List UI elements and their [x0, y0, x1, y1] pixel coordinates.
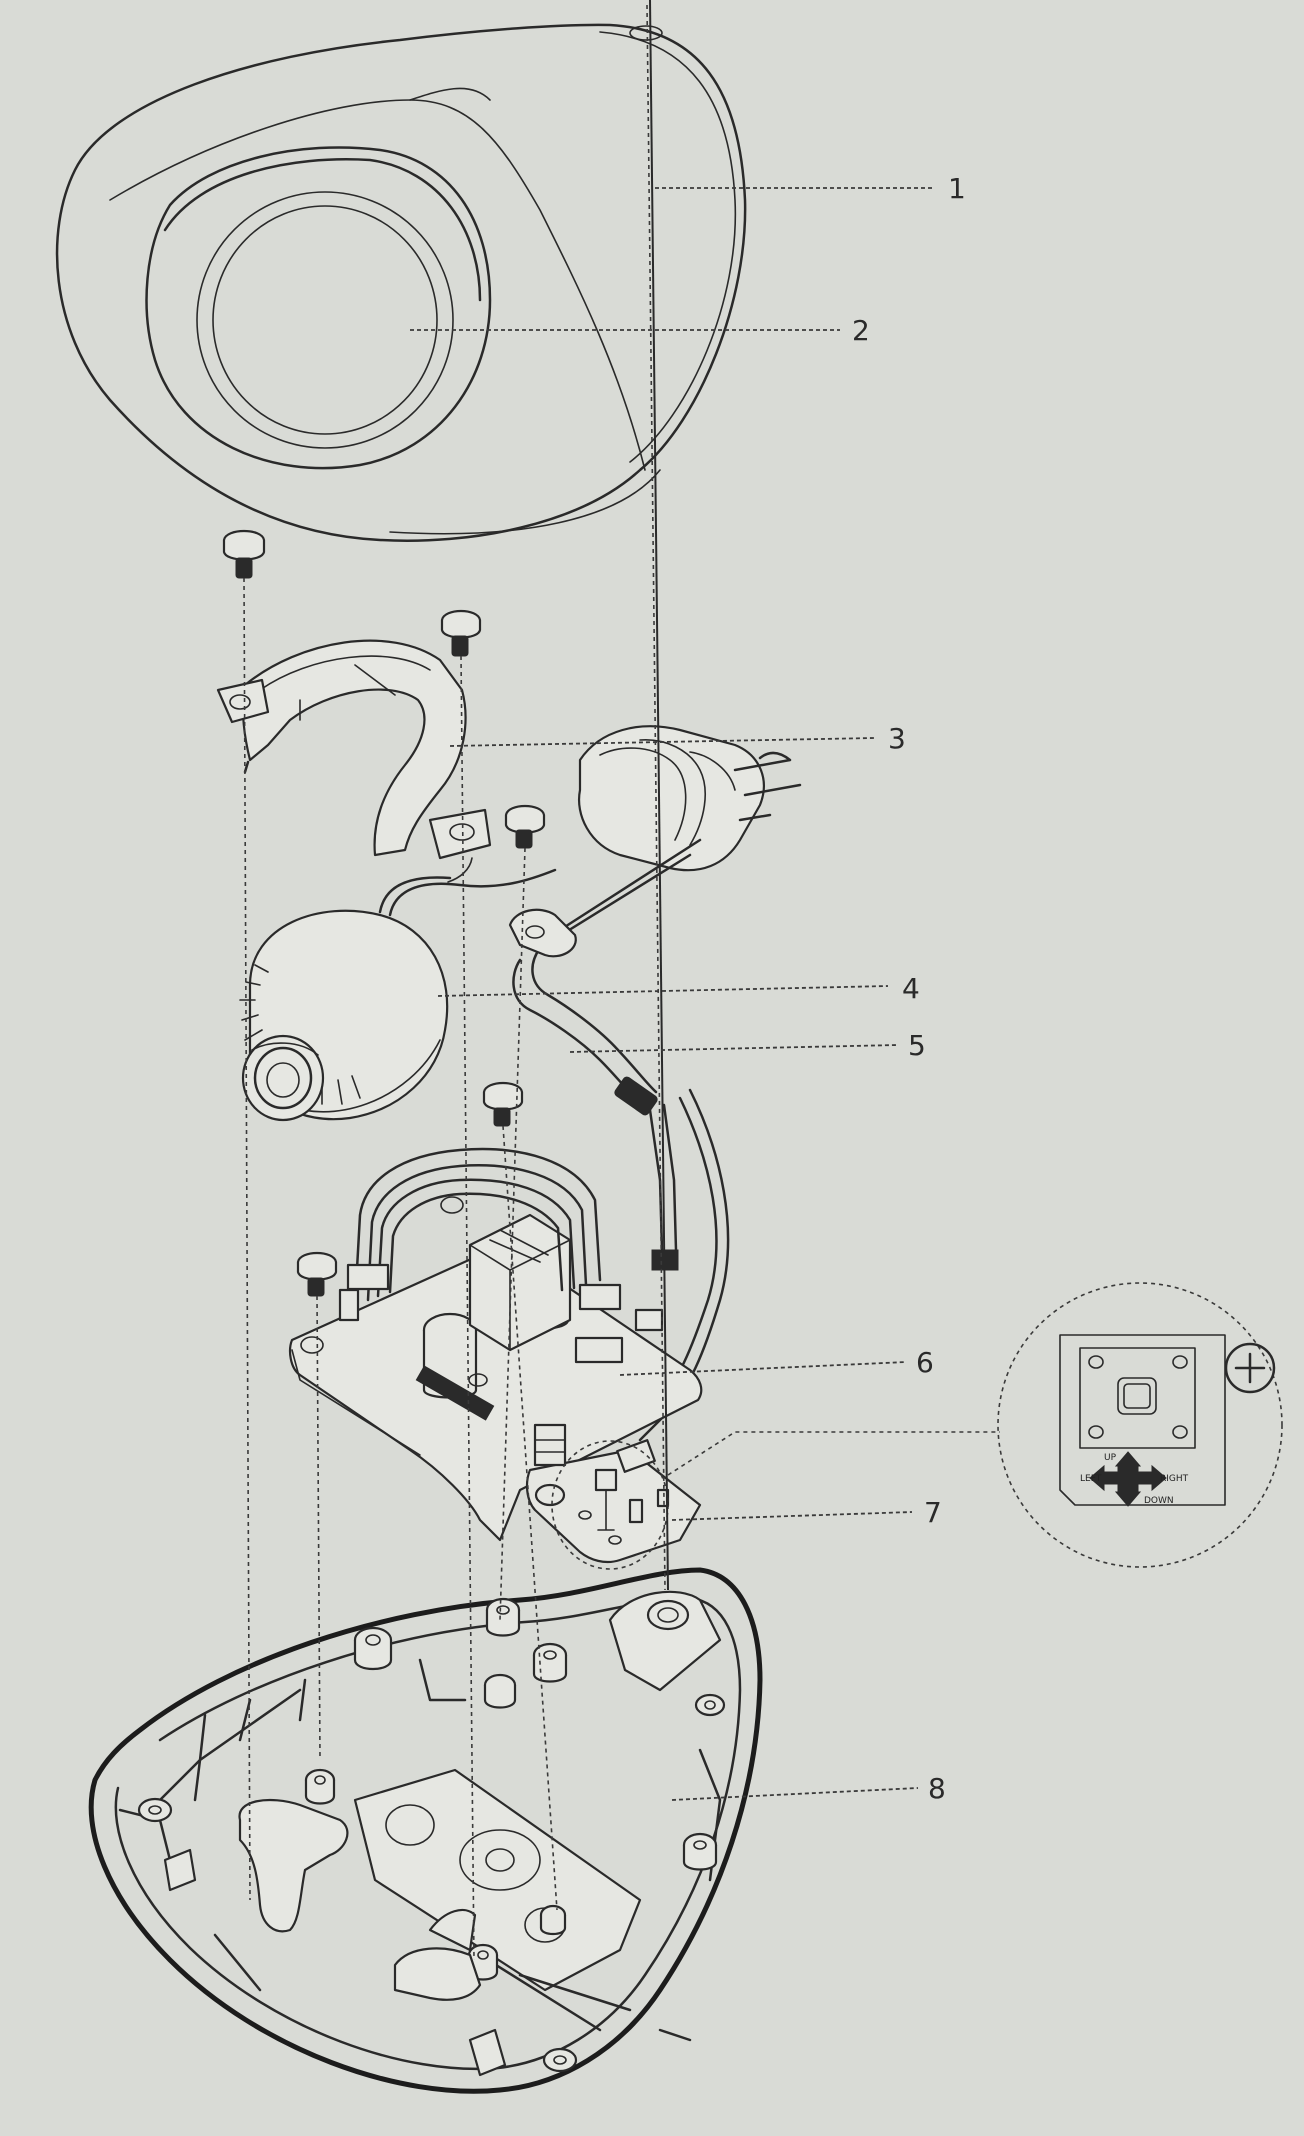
callout-4-label: 4 [902, 972, 920, 1005]
base-housing [88, 1567, 763, 2094]
inset-label-down: DOWN [1144, 1496, 1174, 1506]
callout-1-label: 1 [948, 172, 966, 205]
screw-1-icon [222, 529, 266, 579]
dome-window [145, 146, 492, 470]
detail-inset: UP LEFT RIGHT DOWN [997, 1282, 1283, 1568]
inset-label-up: UP [1104, 1453, 1117, 1463]
joystick-board [525, 1423, 702, 1564]
callout-8-label: 8 [928, 1772, 946, 1805]
base-stud-icon [137, 1597, 726, 2073]
camera-module [239, 868, 557, 1122]
main-circuit-board [289, 1147, 703, 1542]
screw-4-icon [482, 1081, 524, 1127]
callout-5-label: 5 [908, 1029, 926, 1062]
callouts: 1 2 3 4 5 6 7 8 [410, 172, 966, 1805]
inset-screw-icon [1224, 1342, 1276, 1394]
callout-7-label: 7 [924, 1496, 942, 1529]
screw-2-icon [440, 609, 482, 657]
screw-3-icon [504, 804, 546, 849]
camera-bracket [216, 639, 492, 883]
assembly-guide-lines [243, 0, 669, 1961]
screw-5-icon [296, 1251, 338, 1297]
top-cover [55, 23, 747, 542]
callout-6-label: 6 [916, 1346, 934, 1379]
direction-arrows-icon [1089, 1451, 1167, 1507]
callout-2-label: 2 [852, 314, 870, 347]
inset-label-right: RIGHT [1160, 1474, 1189, 1484]
callout-3-label: 3 [888, 722, 906, 755]
inset-label-left: LEFT [1080, 1474, 1102, 1484]
inset-connector-line [667, 1431, 1000, 1476]
cable [508, 725, 802, 1442]
cover-screw-hole-icon [629, 25, 663, 41]
